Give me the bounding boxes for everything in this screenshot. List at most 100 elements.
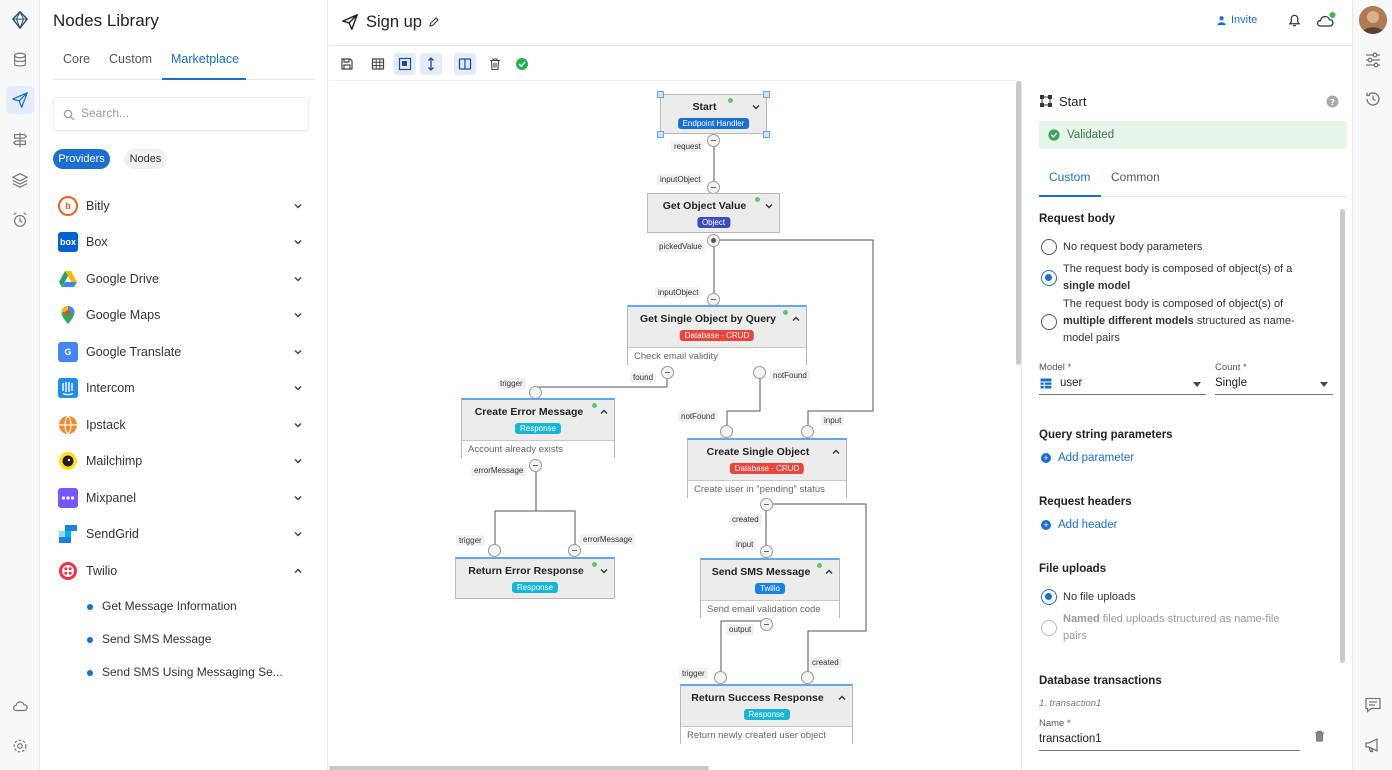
output-port[interactable] <box>529 459 542 472</box>
radio-no-request-body[interactable]: No request body parameters <box>1041 239 1331 257</box>
signpost-icon[interactable] <box>6 126 34 154</box>
add-parameter-link[interactable]: +Add parameter <box>1041 452 1134 464</box>
split-view-button[interactable] <box>454 53 476 75</box>
layers-icon[interactable] <box>6 166 34 194</box>
trash-icon[interactable] <box>1313 729 1326 743</box>
chevron-down-icon[interactable] <box>292 273 304 285</box>
node-item-send-sms-using-messaging-service[interactable]: Send SMS Using Messaging Se... <box>87 665 307 679</box>
chevron-down-icon[interactable] <box>292 382 304 394</box>
app-logo-icon[interactable] <box>6 6 34 34</box>
chevron-down-icon[interactable] <box>599 566 609 576</box>
filter-nodes[interactable]: Nodes <box>124 149 167 169</box>
vertical-layout-button[interactable] <box>420 53 442 75</box>
radio-button-selected[interactable] <box>1041 270 1057 286</box>
input-port[interactable] <box>760 545 773 558</box>
provider-google-translate[interactable]: G Google Translate <box>58 340 306 364</box>
chevron-down-icon[interactable] <box>292 455 304 467</box>
tab-core[interactable]: Core <box>63 52 91 66</box>
node-item-send-sms-message[interactable]: Send SMS Message <box>87 632 307 646</box>
filter-providers[interactable]: Providers <box>53 149 110 169</box>
search-input[interactable] <box>81 106 301 120</box>
provider-ipstack[interactable]: Ipstack <box>58 413 306 437</box>
minimap-toggle-button[interactable] <box>394 53 416 75</box>
provider-mixpanel[interactable]: Mixpanel <box>58 486 306 510</box>
cloud-icon[interactable] <box>6 692 34 720</box>
node-start[interactable]: Start Endpoint Handler <box>660 94 767 134</box>
input-port-not-found[interactable] <box>720 425 733 438</box>
radio-named-file-uploads[interactable]: Named filed uploads structured as name-f… <box>1041 611 1331 645</box>
database-icon[interactable] <box>6 46 34 74</box>
chevron-up-icon[interactable] <box>599 407 609 417</box>
megaphone-icon[interactable] <box>1364 736 1382 754</box>
radio-single-model[interactable]: The request body is composed of object(s… <box>1041 261 1331 295</box>
radio-no-file-uploads[interactable]: No file uploads <box>1041 589 1331 607</box>
model-select[interactable]: user <box>1039 373 1206 395</box>
chevron-up-icon[interactable] <box>292 565 304 577</box>
node-return-error-response[interactable]: Return Error Response Response <box>455 557 615 599</box>
resize-handle[interactable] <box>657 131 664 138</box>
chevron-up-icon[interactable] <box>831 447 841 457</box>
output-port-found[interactable] <box>661 366 674 379</box>
chevron-down-icon[interactable] <box>292 200 304 212</box>
radio-button[interactable] <box>1041 239 1057 255</box>
provider-box[interactable]: box Box <box>58 230 306 254</box>
input-port[interactable] <box>714 671 727 684</box>
node-create-single-object[interactable]: Create Single Object Database - CRUD Cre… <box>687 438 847 498</box>
alarm-clock-icon[interactable] <box>6 206 34 234</box>
tab-custom[interactable]: Custom <box>109 52 153 66</box>
settings-gear-icon[interactable] <box>6 732 34 760</box>
chevron-down-icon[interactable] <box>292 492 304 504</box>
chevron-down-icon[interactable] <box>292 419 304 431</box>
chevron-up-icon[interactable] <box>791 314 801 324</box>
comment-icon[interactable] <box>1364 696 1382 714</box>
output-port-not-found[interactable] <box>753 366 766 379</box>
flow-canvas[interactable]: Start Endpoint Handler request inputObje… <box>329 81 1017 770</box>
tab-marketplace[interactable]: Marketplace <box>171 52 240 66</box>
node-send-sms-message[interactable]: Send SMS Message Twilio Send email valid… <box>700 558 840 618</box>
provider-sendgrid[interactable]: SendGrid <box>58 522 306 546</box>
node-item-get-message-information[interactable]: Get Message Information <box>87 599 307 613</box>
endpoints-send-icon[interactable] <box>6 86 34 114</box>
provider-bitly[interactable]: b Bitly <box>58 194 306 218</box>
save-button[interactable] <box>336 53 358 75</box>
provider-twilio[interactable]: Twilio <box>58 559 306 583</box>
tab-custom-props[interactable]: Custom <box>1049 170 1091 184</box>
input-port[interactable] <box>801 671 814 684</box>
input-port[interactable] <box>801 425 814 438</box>
resize-handle[interactable] <box>657 91 664 98</box>
canvas-vertical-scrollbar[interactable] <box>1016 81 1021 365</box>
user-avatar[interactable] <box>1359 6 1387 34</box>
bell-icon[interactable] <box>1287 12 1302 28</box>
node-get-single-object-by-query[interactable]: Get Single Object by Query Database - CR… <box>627 305 807 365</box>
tab-common-props[interactable]: Common <box>1111 170 1160 184</box>
node-create-error-message[interactable]: Create Error Message Response Account al… <box>461 398 615 458</box>
chevron-down-icon[interactable] <box>764 201 774 211</box>
count-select[interactable]: Single <box>1215 373 1333 395</box>
node-return-success-response[interactable]: Return Success Response Response Return … <box>680 684 853 744</box>
chevron-down-icon[interactable] <box>292 346 304 358</box>
edit-pencil-icon[interactable] <box>428 16 440 28</box>
output-port[interactable] <box>760 618 773 631</box>
delete-button[interactable] <box>484 53 506 75</box>
radio-multiple-models[interactable]: The request body is composed of object(s… <box>1041 296 1331 348</box>
cloud-status-icon[interactable] <box>1315 11 1337 29</box>
properties-scrollbar[interactable] <box>1340 209 1345 663</box>
chevron-down-icon[interactable] <box>751 102 761 112</box>
chevron-up-icon[interactable] <box>837 693 847 703</box>
output-port[interactable] <box>707 134 720 147</box>
radio-button-disabled[interactable] <box>1041 620 1057 636</box>
node-get-object-value[interactable]: Get Object Value Object <box>647 193 780 233</box>
help-icon[interactable]: ? <box>1326 95 1339 108</box>
chevron-down-icon[interactable] <box>292 528 304 540</box>
output-port[interactable] <box>760 498 773 511</box>
grid-toggle-button[interactable] <box>367 53 389 75</box>
transaction-name-input[interactable]: transaction1 <box>1039 729 1300 751</box>
radio-button[interactable] <box>1041 314 1057 330</box>
canvas-horizontal-scrollbar[interactable] <box>329 766 709 770</box>
chevron-down-icon[interactable] <box>292 236 304 248</box>
provider-intercom[interactable]: Intercom <box>58 376 306 400</box>
output-port[interactable] <box>707 234 720 247</box>
chevron-down-icon[interactable] <box>292 309 304 321</box>
input-port[interactable] <box>488 544 501 557</box>
input-port[interactable] <box>568 544 581 557</box>
